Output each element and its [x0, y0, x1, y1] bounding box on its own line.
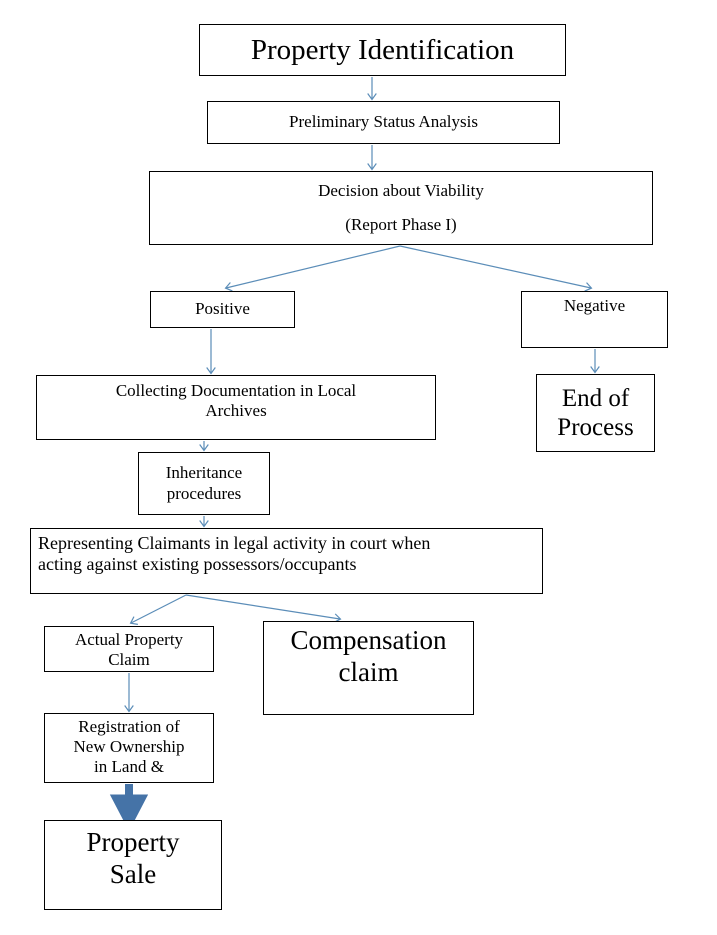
- node-label: Compensation claim: [290, 625, 447, 687]
- node-label: Preliminary Status Analysis: [289, 112, 478, 132]
- edge-decision-viability-to-positive: [224, 245, 401, 292]
- node-actual-property-claim: Actual Property Claim: [44, 626, 214, 672]
- node-decision-about-viability: Decision about Viability (Report Phase I…: [149, 171, 653, 245]
- node-property-identification: Property Identification: [199, 24, 566, 76]
- node-property-sale: Property Sale: [44, 820, 222, 910]
- node-label: Negative: [563, 296, 626, 315]
- node-label: Positive: [195, 299, 250, 319]
- node-collecting-documentation-in-local-archives: Collecting Documentation in Local Archiv…: [36, 375, 436, 440]
- node-label: End of Process: [557, 384, 634, 442]
- node-end-of-process: End of Process: [536, 374, 655, 452]
- node-compensation-claim: Compensation claim: [263, 621, 474, 715]
- node-label: Representing Claimants in legal activity…: [38, 533, 431, 575]
- node-registration-of-new-ownership: Registration of New Ownership in Land &: [44, 713, 214, 783]
- node-positive: Positive: [150, 291, 295, 328]
- node-label: Property Sale: [86, 827, 180, 889]
- node-inheritance-procedures: Inheritance procedures: [138, 452, 270, 515]
- node-label: Property Identification: [250, 33, 515, 66]
- edge-representing-claimants-to-actual-property-claim: [129, 594, 187, 625]
- node-label: Inheritance procedures: [165, 463, 243, 503]
- node-preliminary-status-analysis: Preliminary Status Analysis: [207, 101, 560, 144]
- node-label: Collecting Documentation in Local Archiv…: [115, 381, 357, 421]
- node-negative: Negative: [521, 291, 668, 348]
- node-label: Decision about Viability (Report Phase I…: [318, 181, 484, 234]
- node-representing-claimants: Representing Claimants in legal activity…: [30, 528, 543, 594]
- edge-decision-viability-to-negative: [399, 245, 593, 292]
- node-label: Registration of New Ownership in Land &: [73, 717, 185, 777]
- node-label: Actual Property Claim: [74, 630, 184, 670]
- edge-representing-claimants-to-compensation-claim: [185, 594, 342, 623]
